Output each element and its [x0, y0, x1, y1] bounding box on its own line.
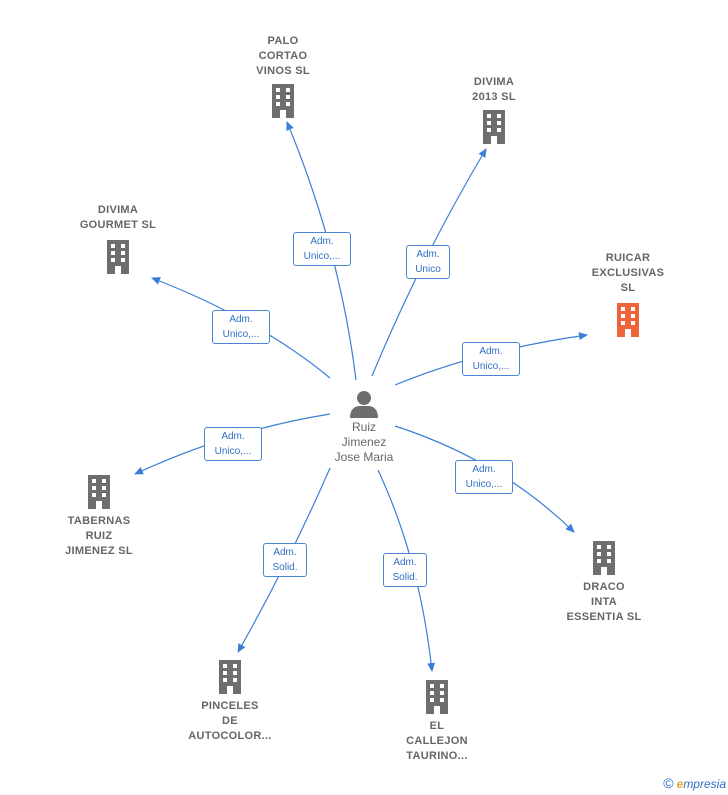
building-icon — [219, 660, 241, 694]
building-icon — [88, 475, 110, 509]
person-node[interactable]: Ruiz Jimenez Jose Maria — [314, 388, 414, 465]
company-callejon[interactable]: EL CALLEJON TAURINO... — [372, 679, 502, 764]
brand-logo-initial: e — [676, 777, 684, 791]
building-icon — [617, 303, 639, 337]
company-draco[interactable]: DRACO INTA ESSENTIA SL — [539, 540, 669, 625]
building-icon — [593, 541, 615, 575]
company-name: DRACO INTA ESSENTIA SL — [566, 581, 642, 623]
relation-label-tabernas[interactable]: Adm.Unico,... — [204, 427, 262, 461]
company-name: DIVIMA GOURMET SL — [79, 204, 157, 231]
company-name: PALO CORTAO VINOS SL — [256, 35, 310, 77]
brand-footer[interactable]: ©empresia — [663, 775, 726, 791]
company-name: RUICAR EXCLUSIVAS SL — [591, 252, 665, 294]
company-tabernas[interactable]: TABERNAS RUIZ JIMENEZ SL — [34, 474, 164, 559]
person-name: Ruiz Jimenez Jose Maria — [334, 420, 394, 464]
company-ruicar[interactable]: RUICAR EXCLUSIVAS SL — [563, 251, 693, 338]
relation-label-draco[interactable]: Adm.Unico,... — [455, 460, 513, 494]
company-name: TABERNAS RUIZ JIMENEZ SL — [65, 515, 133, 557]
building-icon — [272, 84, 294, 118]
copyright-icon: © — [663, 775, 674, 791]
relation-label-callejon[interactable]: Adm.Solid. — [383, 553, 427, 587]
relation-label-pinceles[interactable]: Adm.Solid. — [263, 543, 307, 577]
relation-label-gourmet[interactable]: Adm.Unico,... — [212, 310, 270, 344]
building-icon — [426, 680, 448, 714]
relation-label-divima2013[interactable]: Adm.Unico — [406, 245, 450, 279]
relation-label-ruicar[interactable]: Adm.Unico,... — [462, 342, 520, 376]
building-icon — [483, 110, 505, 144]
company-divima2013[interactable]: DIVIMA 2013 SL — [429, 75, 559, 145]
company-palo[interactable]: PALO CORTAO VINOS SL — [218, 34, 348, 119]
company-gourmet[interactable]: DIVIMA GOURMET SL — [53, 203, 183, 275]
building-icon — [107, 240, 129, 274]
relation-label-palo[interactable]: Adm.Unico,... — [293, 232, 351, 266]
company-name: DIVIMA 2013 SL — [472, 76, 516, 103]
company-name: EL CALLEJON TAURINO... — [406, 720, 468, 762]
company-name: PINCELES DE AUTOCOLOR... — [188, 700, 272, 742]
company-pinceles[interactable]: PINCELES DE AUTOCOLOR... — [165, 659, 295, 744]
brand-logo-text: mpresia — [683, 777, 726, 791]
person-icon — [350, 391, 378, 418]
